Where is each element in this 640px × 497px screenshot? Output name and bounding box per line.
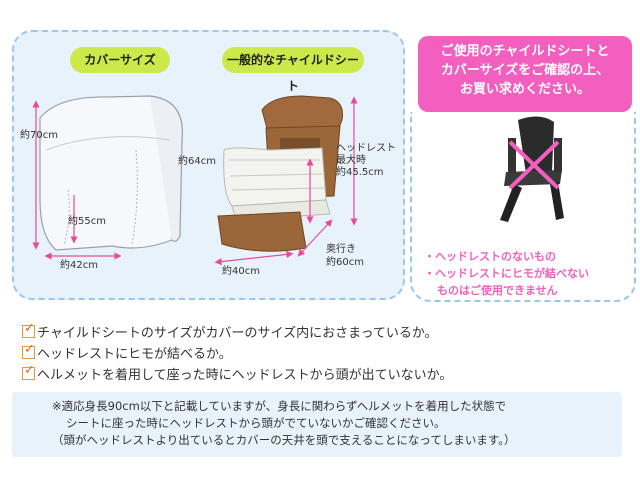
warning-line-3: お買い求めください。 <box>459 82 590 97</box>
headrest-value: 約45.5cm <box>336 167 384 178</box>
note-line-3: （頭がヘッドレストより出ているとカバーの天井を頭で支えることになってしまいます。… <box>52 433 516 447</box>
cover-inner-label: 約55cm <box>68 216 106 227</box>
cover-width-label: 約42cm <box>60 260 98 271</box>
warning-line-2: カバーサイズをご確認の上、 <box>440 63 610 78</box>
depth-title: 奥行き <box>326 244 356 255</box>
checklist-item: ✓ヘルメットを着用して座った時にヘッドレストから頭が出ていないか。 <box>22 363 453 383</box>
seat-width-label: 約40cm <box>222 266 260 277</box>
headrest-line2: 最大時 <box>336 155 366 166</box>
seat-height-label: 約64cm <box>178 156 216 167</box>
checklist-item: ✓チャイルドシートのサイズがカバーのサイズ内におさまっているか。 <box>22 321 438 341</box>
depth-label: 奥行き 約60cm <box>326 243 364 269</box>
warning-line-1: ご使用のチャイルドシートと <box>440 44 610 59</box>
checkbox-icon: ✓ <box>22 342 35 359</box>
headrest-line1: ヘッドレスト <box>336 143 396 154</box>
warning-box: ご使用のチャイルドシートと カバーサイズをご確認の上、 お買い求めください。 <box>418 36 632 112</box>
note-line-1: ※適応身長90cm以下と記載していますが、身長に関わらずヘルメットを着用した状態… <box>52 399 507 413</box>
cover-height-label: 約70cm <box>20 130 58 141</box>
checklist-item: ✓ヘッドレストにヒモが結べるか。 <box>22 342 232 362</box>
cover-illustration <box>32 95 183 260</box>
warning-note-3: ものはご使用できません <box>437 284 558 297</box>
headrest-label: ヘッドレスト 最大時 約45.5cm <box>336 143 396 179</box>
cover-size-label: カバーサイズ <box>70 47 170 73</box>
child-seat-illustration <box>214 95 358 266</box>
height-note: ※適応身長90cm以下と記載していますが、身長に関わらずヘルメットを着用した状態… <box>12 392 622 457</box>
warning-note-1: ・ヘッドレストのないもの <box>424 250 556 263</box>
depth-value: 約60cm <box>326 257 364 268</box>
warning-note-2: ・ヘッドレストにヒモが結べない <box>424 267 589 280</box>
seat-size-label: 一般的なチャイルドシート <box>222 47 364 93</box>
note-line-2: シートに座った時にヘッドレストから頭がでていないかご確認ください。 <box>66 416 446 430</box>
checkbox-icon: ✓ <box>22 363 35 380</box>
unsupported-seat-icon <box>500 116 564 222</box>
checkbox-icon: ✓ <box>22 321 35 338</box>
